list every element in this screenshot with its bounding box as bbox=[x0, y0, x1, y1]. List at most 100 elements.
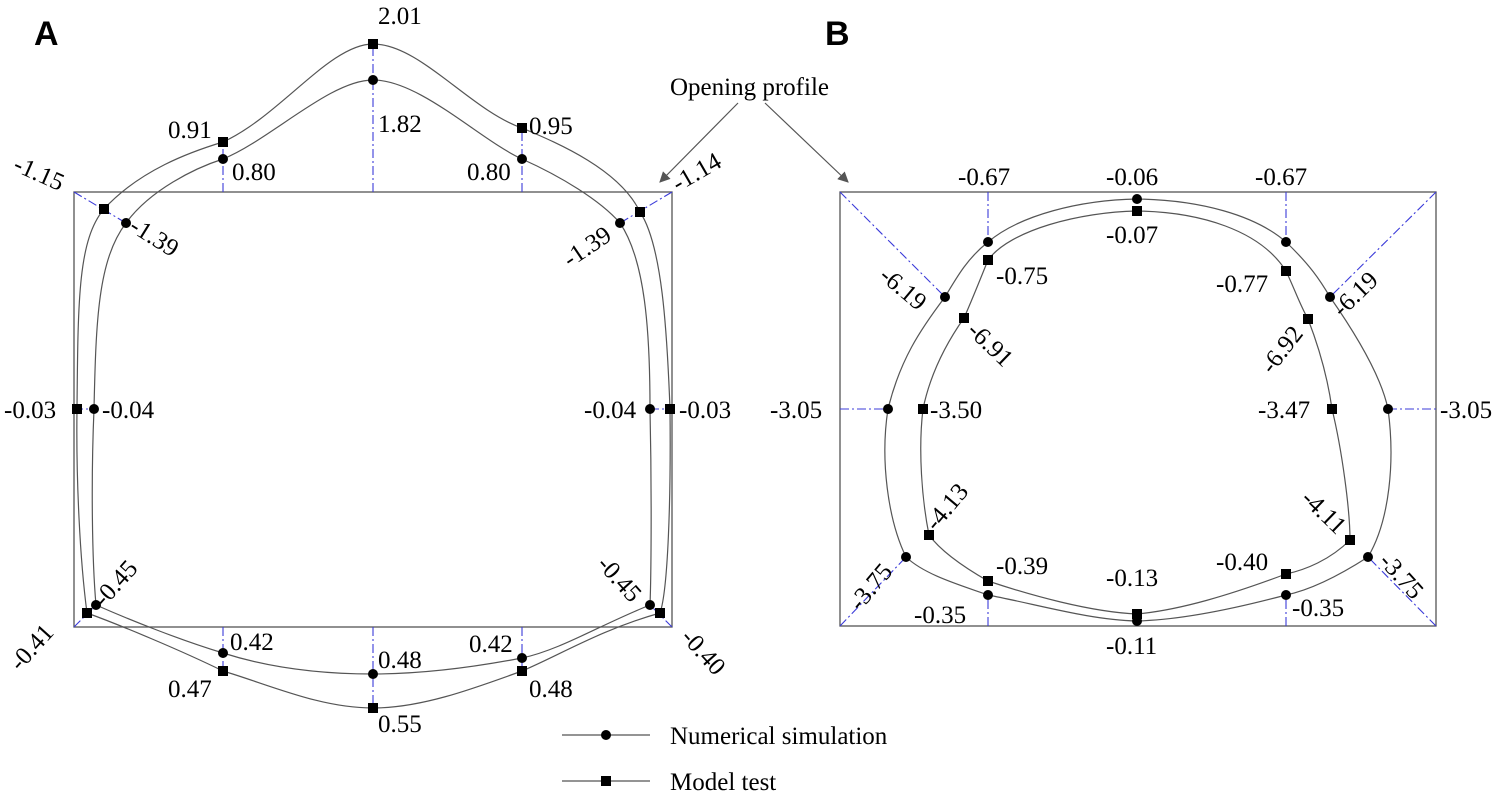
label-a-ur-ns: 0.80 bbox=[467, 159, 511, 186]
label-b-dl-mt: -6.91 bbox=[962, 317, 1018, 373]
marker-circle bbox=[517, 653, 527, 663]
label-b-top-ns: -0.06 bbox=[1106, 164, 1158, 191]
model-markers-a bbox=[72, 39, 675, 713]
label-a-ml-ns: -0.04 bbox=[102, 397, 155, 424]
panel-letter-a: A bbox=[34, 15, 59, 53]
label-b-tl-ns: -0.67 bbox=[958, 164, 1010, 191]
marker-square bbox=[655, 608, 665, 618]
marker-circle bbox=[1281, 237, 1291, 247]
marker-square bbox=[959, 313, 969, 323]
label-b-lb-ns: -0.35 bbox=[914, 602, 966, 629]
label-b-bot-mt: -0.13 bbox=[1106, 565, 1158, 592]
label-b-rb-mt: -0.40 bbox=[1216, 549, 1268, 576]
marker-circle bbox=[983, 590, 993, 600]
label-b-tl-mt: -0.75 bbox=[996, 263, 1048, 290]
marker-square bbox=[517, 666, 527, 676]
label-b-br-ns: -3.75 bbox=[1374, 548, 1429, 605]
label-a-bot-ns: 0.48 bbox=[378, 647, 422, 674]
guide-dr-b bbox=[1329, 191, 1437, 298]
model-test-curve-a bbox=[76, 43, 671, 709]
marker-circle bbox=[615, 218, 625, 228]
marker-square bbox=[218, 137, 228, 147]
marker-circle bbox=[645, 600, 655, 610]
marker-square bbox=[218, 666, 228, 676]
label-b-lb-mt: -0.39 bbox=[996, 553, 1048, 580]
marker-square bbox=[918, 404, 928, 414]
label-a-rb-mt: 0.48 bbox=[529, 676, 573, 703]
marker-square bbox=[1281, 266, 1291, 276]
marker-square bbox=[1132, 609, 1142, 619]
label-a-lb-ns: 0.42 bbox=[230, 629, 274, 656]
marker-square bbox=[1281, 569, 1291, 579]
numerical-markers-a bbox=[89, 75, 655, 679]
label-b-tr-mt: -0.77 bbox=[1216, 271, 1268, 298]
marker-circle bbox=[1383, 404, 1393, 414]
marker-circle bbox=[883, 404, 893, 414]
guide-br-b bbox=[1367, 556, 1437, 627]
marker-square bbox=[635, 207, 645, 217]
guide-bl-a bbox=[73, 604, 97, 628]
marker-circle bbox=[91, 600, 101, 610]
marker-circle bbox=[940, 292, 950, 302]
label-b-bl-ns: -3.75 bbox=[844, 559, 898, 616]
label-b-bot-ns: -0.11 bbox=[1106, 633, 1157, 660]
legend: Numerical simulation Model test bbox=[562, 723, 888, 796]
label-a-cl-mt: -1.15 bbox=[10, 151, 69, 197]
label-a-ml-mt: -0.03 bbox=[4, 397, 56, 424]
label-b-top-mt: -0.07 bbox=[1106, 222, 1158, 249]
legend-square-icon bbox=[601, 776, 611, 786]
label-b-br-mt: -4.11 bbox=[1296, 485, 1352, 540]
opening-profile-label: Opening profile bbox=[670, 74, 829, 101]
marker-square bbox=[665, 404, 675, 414]
label-b-rb-ns: -0.35 bbox=[1292, 595, 1344, 622]
marker-square bbox=[99, 204, 109, 214]
guide-cr-a bbox=[619, 191, 673, 224]
label-b-ml-mt: -3.50 bbox=[930, 397, 982, 424]
label-b-dl-ns: -6.19 bbox=[874, 262, 931, 316]
marker-square bbox=[1132, 206, 1142, 216]
legend-label-model: Model test bbox=[670, 769, 776, 796]
marker-square bbox=[72, 404, 82, 414]
label-a-top-mt: 2.01 bbox=[378, 3, 422, 30]
marker-circle bbox=[983, 237, 993, 247]
marker-circle bbox=[901, 552, 911, 562]
guide-bl-b bbox=[839, 556, 907, 627]
panel-letter-b: B bbox=[825, 15, 850, 53]
label-a-ul-mt: 0.91 bbox=[168, 117, 212, 144]
model-markers-b bbox=[918, 206, 1355, 619]
marker-circle bbox=[517, 154, 527, 164]
marker-circle bbox=[1132, 194, 1142, 204]
marker-circle bbox=[1325, 292, 1335, 302]
label-a-ur-mt: 0.95 bbox=[529, 113, 573, 140]
label-b-tr-ns: -0.67 bbox=[1255, 164, 1307, 191]
marker-square bbox=[924, 530, 934, 540]
panel-b: -0.67 -0.75 -0.06 -0.07 -0.67 -0.77 -6.1… bbox=[770, 164, 1492, 660]
label-a-lb-mt: 0.47 bbox=[168, 676, 212, 703]
marker-square bbox=[368, 703, 378, 713]
marker-square bbox=[1345, 535, 1355, 545]
guide-br-a bbox=[649, 604, 673, 628]
marker-circle bbox=[89, 404, 99, 414]
label-b-mr-ns: -3.05 bbox=[1440, 397, 1492, 424]
label-a-bl-mt: -0.41 bbox=[4, 619, 59, 676]
marker-square bbox=[517, 123, 527, 133]
arrow-to-b bbox=[764, 102, 849, 183]
label-b-mr-mt: -3.47 bbox=[1258, 397, 1310, 424]
panel-a: 2.01 1.82 0.91 0.80 0.95 0.80 -1.15 -1.3… bbox=[4, 3, 731, 738]
guide-dl-b bbox=[839, 191, 946, 298]
marker-square bbox=[368, 39, 378, 49]
marker-circle bbox=[645, 404, 655, 414]
label-a-cl-ns: -1.39 bbox=[125, 212, 183, 262]
marker-square bbox=[82, 608, 92, 618]
marker-circle bbox=[218, 648, 228, 658]
marker-circle bbox=[368, 75, 378, 85]
label-a-cr-mt: -1.14 bbox=[668, 148, 727, 198]
label-a-rb-ns: 0.42 bbox=[469, 631, 513, 658]
label-b-dr-ns: -6.19 bbox=[1327, 267, 1383, 323]
marker-square bbox=[983, 576, 993, 586]
marker-circle bbox=[1363, 552, 1373, 562]
label-a-ul-ns: 0.80 bbox=[232, 159, 276, 186]
marker-square bbox=[1303, 314, 1313, 324]
legend-circle-icon bbox=[601, 730, 611, 740]
